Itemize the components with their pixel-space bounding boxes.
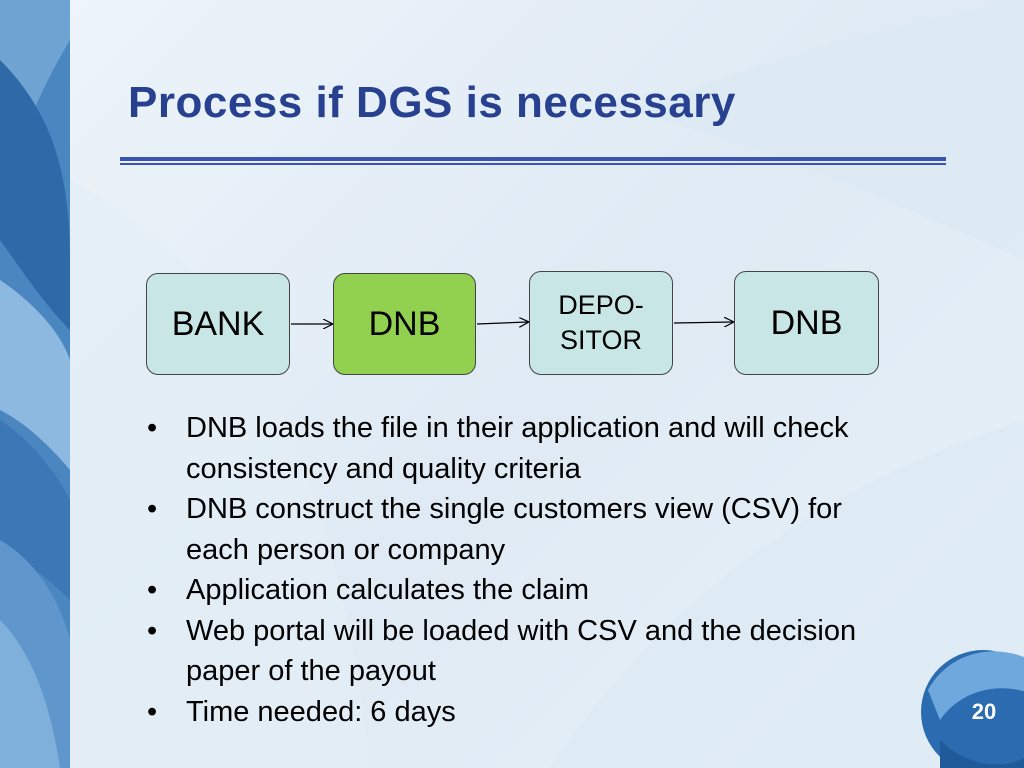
- left-decorative-band: [0, 0, 70, 768]
- bullet-item: Web portal will be loaded with CSV and t…: [145, 611, 865, 692]
- arrow-dnb-to-depositor: [476, 322, 528, 324]
- flow-step-dnb: DNB: [333, 273, 476, 375]
- flow-step-bank: BANK: [146, 273, 290, 375]
- flow-step-dnb-final: DNB: [734, 271, 879, 375]
- title-underline-thin: [120, 163, 946, 165]
- title-underline-thick: [120, 157, 946, 161]
- left-wave-graphic: [0, 0, 70, 768]
- page-number: 20: [971, 699, 997, 724]
- flow-step-label: DNB: [368, 304, 441, 343]
- bullet-item: DNB loads the file in their application …: [145, 408, 865, 489]
- flow-step-label-line1: DEPO-: [558, 289, 644, 320]
- bullet-item: DNB construct the single customers view …: [145, 489, 865, 570]
- flow-step-depositor: DEPO- SITOR: [529, 271, 673, 375]
- arrow-depositor-to-dnb: [673, 322, 733, 323]
- slide-title: Process if DGS is necessary: [128, 78, 736, 127]
- bullet-item: Time needed: 6 days: [145, 692, 865, 733]
- flow-step-label: DNB: [770, 304, 843, 342]
- bullet-list: DNB loads the file in their application …: [145, 408, 865, 732]
- flow-step-label-line2: SITOR: [559, 325, 642, 355]
- bullet-item: Application calculates the claim: [145, 570, 865, 611]
- flow-step-label: BANK: [171, 304, 265, 343]
